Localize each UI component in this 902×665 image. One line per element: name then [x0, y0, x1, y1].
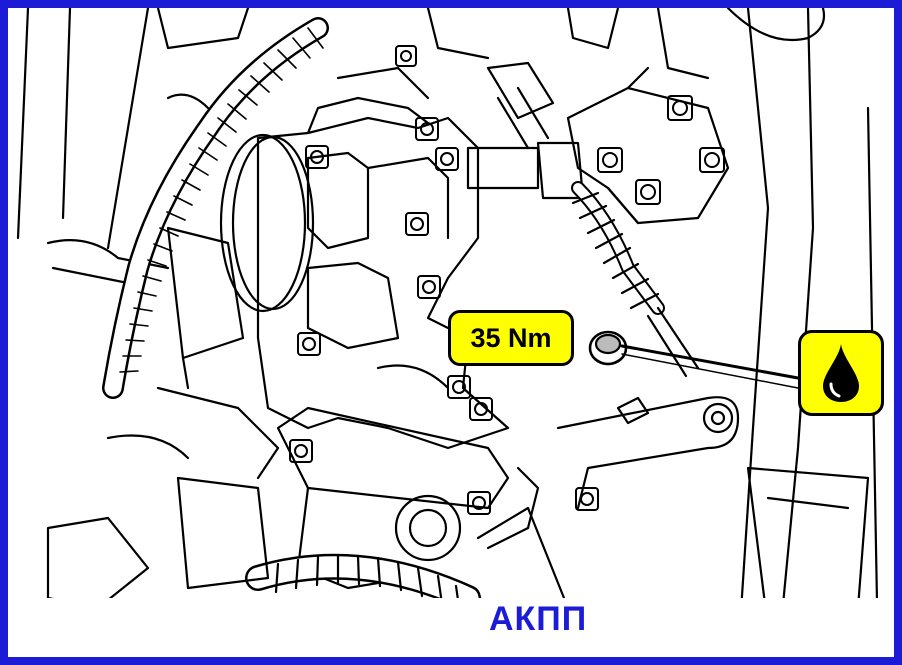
torque-callout: 35 Nm [448, 310, 574, 366]
caption-bar [8, 598, 894, 657]
diagram-frame: 35 Nm [8, 8, 894, 657]
bolt [467, 491, 491, 515]
bolt [635, 179, 661, 205]
bolt [597, 147, 623, 173]
lower-harness [245, 553, 491, 657]
lower-left-parts [46, 386, 280, 610]
bolt-group [289, 45, 725, 515]
top-details [156, 8, 620, 110]
caption-label: АКПП [489, 600, 588, 638]
leader-line [620, 344, 800, 380]
bolt [417, 275, 441, 299]
oil-callout [798, 330, 884, 416]
oil-drop-icon [823, 344, 859, 402]
bolt [395, 45, 417, 67]
shift-cable [466, 61, 700, 378]
transmission-illustration [16, 8, 880, 657]
bolt [447, 375, 471, 399]
drain-plug [588, 330, 628, 366]
wiring-harness [102, 17, 329, 399]
left-bracket [46, 239, 170, 285]
bolt [469, 397, 493, 421]
bolt [305, 145, 329, 169]
bolt [699, 147, 725, 173]
left-rail [16, 8, 150, 250]
mounting-bracket [566, 66, 730, 225]
bolt [405, 212, 429, 236]
bolt [435, 147, 459, 171]
bolt [415, 117, 439, 141]
bolt [297, 332, 321, 356]
shift-lever [556, 396, 740, 510]
